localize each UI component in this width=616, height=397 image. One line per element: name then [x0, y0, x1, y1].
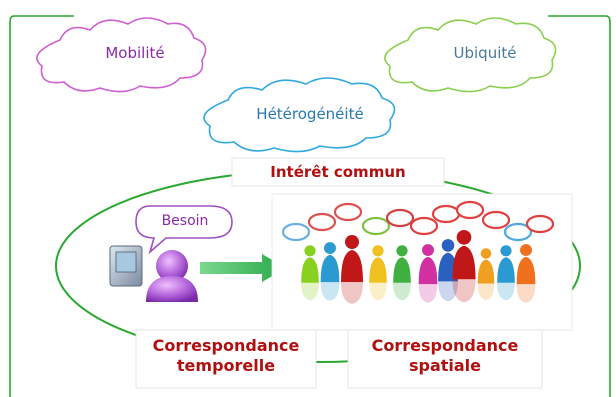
crowd-person-body [341, 250, 363, 282]
crowd-person-reflection [438, 281, 458, 302]
speech-bubble-icon [361, 216, 391, 236]
besoin-bubble [135, 205, 233, 255]
crowd-person-reflection [497, 282, 515, 301]
mobilite-label: Mobilité [105, 44, 165, 62]
speech-bubble-icon [409, 216, 439, 236]
crowd-person-icon [520, 244, 532, 257]
correspondance-temporelle-label: Correspondance temporelle [136, 336, 316, 376]
correspondance-temporelle-line2: temporelle [176, 356, 276, 375]
crowd-person-icon [324, 242, 336, 255]
crowd-person-body [497, 257, 515, 283]
besoin-label: Besoin [161, 213, 209, 229]
speech-bubble-icon [525, 214, 555, 234]
crowd-person-icon [441, 239, 455, 252]
speech-bubble-icon [307, 212, 337, 232]
crowd-person-body [418, 256, 438, 285]
outer-frame [9, 15, 611, 397]
crowd-person-body [452, 245, 476, 280]
crowd-person-body [320, 254, 340, 283]
crowd-person-reflection [452, 279, 476, 303]
crowd-person-body [301, 257, 319, 283]
speech-bubble-icon [431, 204, 461, 224]
crowd-person-icon [422, 244, 434, 257]
crowd-person-body [369, 257, 387, 283]
crowd-person-reflection [301, 282, 319, 301]
crowd-person-body [393, 257, 411, 283]
speech-bubble-icon [333, 202, 363, 222]
correspondance-spatiale-box [347, 329, 543, 389]
crowd-person-reflection [369, 282, 387, 301]
crowd-person-reflection [341, 282, 363, 304]
correspondance-spatiale-label: Correspondance spatiale [348, 336, 542, 376]
correspondance-temporelle-box [135, 329, 317, 389]
crowd-person-body [477, 259, 495, 284]
crowd-person-reflection [477, 283, 495, 300]
arrow-right [200, 254, 286, 282]
correspondance-spatiale-line1: Correspondance [371, 336, 519, 355]
crowd-person-icon [456, 229, 472, 245]
crowd-person-reflection [320, 282, 340, 301]
speech-bubble-icon [385, 208, 415, 228]
cloud-heterogeneite [203, 77, 396, 153]
cloud-ubiquite [384, 17, 557, 93]
speech-bubble-icon [503, 222, 533, 242]
speech-bubble-icon [455, 200, 485, 220]
crowd-person-reflection [418, 284, 438, 303]
interet-commun-label: Intérêt commun [270, 163, 406, 181]
crowd-person-icon [304, 245, 316, 257]
crowd-person-reflection [393, 282, 411, 301]
phone-icon [109, 245, 143, 287]
ubiquite-label: Ubiquité [453, 44, 517, 62]
crowd-person-icon [372, 245, 384, 257]
crowd-person-body [516, 256, 536, 285]
speech-bubble-icon [481, 210, 511, 230]
person-icon [146, 250, 198, 302]
crowd-person-icon [345, 235, 359, 249]
crowd-illustration [281, 200, 555, 304]
crowd-person-icon [500, 245, 512, 257]
interet-commun-box [231, 157, 445, 187]
crowd-person-reflection [516, 284, 536, 303]
cloud-mobilite [36, 17, 207, 93]
correspondance-temporelle-line1: Correspondance [152, 336, 300, 355]
heterogeneite-label: Hétérogénéité [256, 105, 364, 123]
crowd-person-icon [396, 245, 408, 257]
speech-bubble-icon [281, 222, 311, 242]
crowd-person-icon [480, 248, 492, 259]
correspondance-spatiale-line2: spatiale [408, 356, 482, 375]
